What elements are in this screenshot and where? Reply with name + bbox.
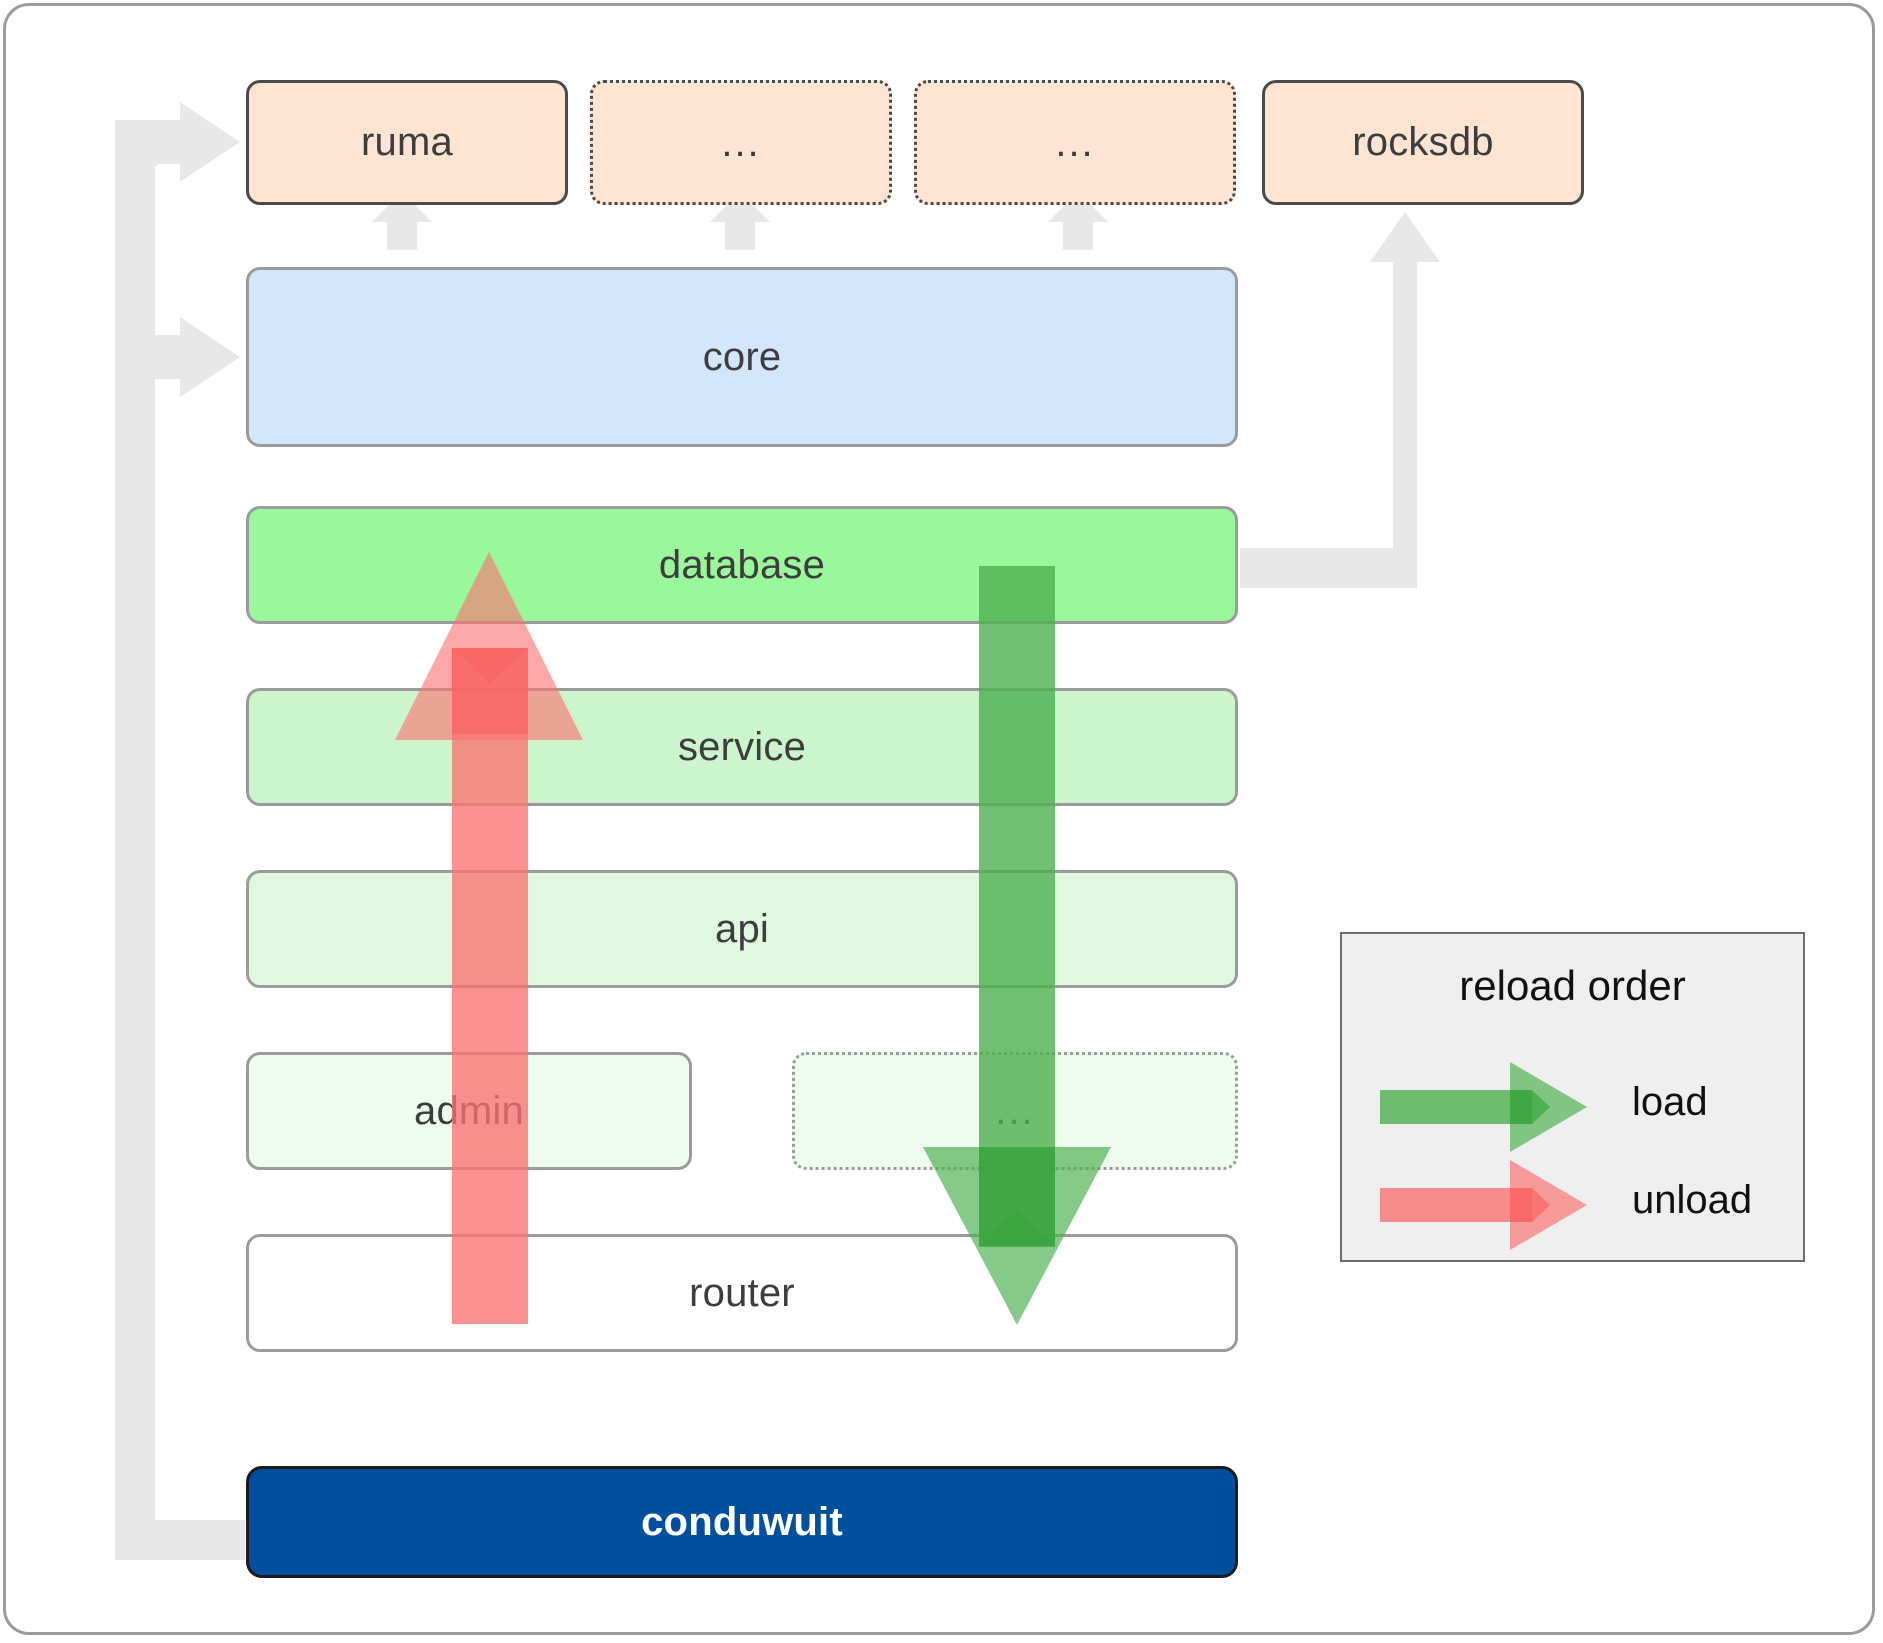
legend-title: reload order xyxy=(1459,962,1686,1009)
node-label: conduwuit xyxy=(641,1499,843,1544)
node-label: ... xyxy=(721,120,761,165)
load-arrow-icon xyxy=(1380,1062,1587,1152)
node-conduwuit[interactable]: conduwuit xyxy=(246,1466,1238,1578)
diagram-frame xyxy=(3,3,1875,1635)
node-label: admin xyxy=(414,1088,524,1133)
node-label: core xyxy=(702,334,782,379)
node-service[interactable]: service xyxy=(246,688,1238,806)
node-api[interactable]: api xyxy=(246,870,1238,988)
node-label: router xyxy=(689,1270,795,1315)
node-label: ruma xyxy=(361,120,453,164)
legend-row-load: load xyxy=(1342,1062,1803,1152)
node-dependency-placeholder-2[interactable]: ... xyxy=(914,80,1236,205)
node-router[interactable]: router xyxy=(246,1234,1238,1352)
node-ruma[interactable]: ruma xyxy=(246,80,568,205)
node-label: ... xyxy=(995,1089,1035,1133)
legend-row-unload: unload xyxy=(1342,1160,1803,1250)
legend-panel: reload order load unload xyxy=(1340,932,1805,1262)
legend-label-load: load xyxy=(1632,1080,1708,1124)
node-core[interactable]: core xyxy=(246,267,1238,447)
node-database[interactable]: database xyxy=(246,506,1238,624)
node-label: api xyxy=(715,906,769,951)
node-label: rocksdb xyxy=(1352,120,1494,164)
node-label: service xyxy=(677,724,807,769)
node-admin[interactable]: admin xyxy=(246,1052,692,1170)
node-label: database xyxy=(658,542,826,587)
node-rocksdb[interactable]: rocksdb xyxy=(1262,80,1584,205)
node-label: ... xyxy=(1055,120,1095,165)
node-dependency-placeholder-1[interactable]: ... xyxy=(590,80,892,205)
legend-label-unload: unload xyxy=(1632,1178,1753,1222)
node-extra-placeholder[interactable]: ... xyxy=(792,1052,1238,1170)
unload-arrow-icon xyxy=(1380,1160,1587,1250)
